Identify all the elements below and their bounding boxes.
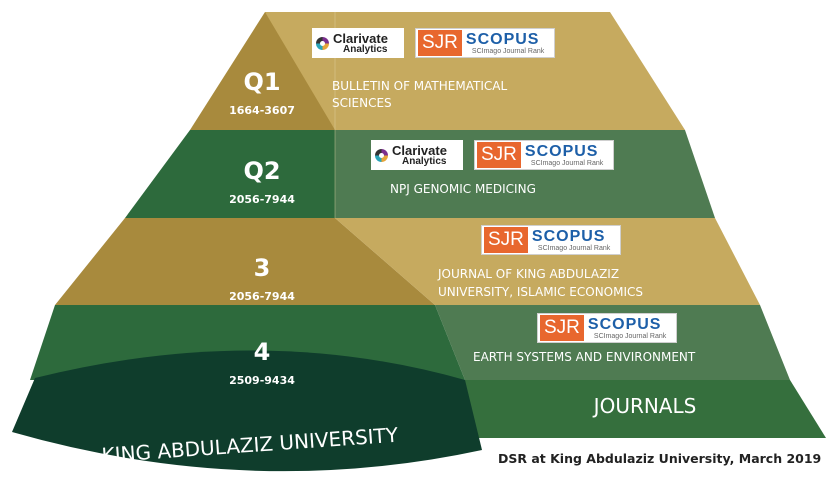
scopus-mark: SCOPUS: [524, 142, 599, 160]
scopus-mark: SCOPUS: [587, 315, 662, 333]
level-2-journal-title: NPJ GENOMIC MEDICING: [390, 182, 536, 196]
sjr-mark: SJR: [418, 30, 462, 56]
level-3-label: 3: [254, 254, 271, 282]
level-1-journal-line-1: BULLETIN OF MATHEMATICAL: [332, 79, 507, 93]
scopus-mark: SCOPUS: [531, 227, 606, 245]
level-3-journal-line-2: UNIVERSITY, ISLAMIC ECONOMICS: [438, 285, 643, 299]
clarivate-logo: Clarivate Analytics: [371, 140, 463, 170]
level-3-issn: 2056-7944: [229, 290, 295, 303]
sjr-scopus-logo: SJR SCOPUS SCImago Journal Rank: [537, 313, 677, 343]
clarivate-sub: Analytics: [402, 155, 447, 167]
sjr-mark: SJR: [540, 315, 584, 341]
clarivate-mark-icon: [375, 148, 388, 162]
footer-credit: DSR at King Abdulaziz University, March …: [498, 451, 822, 466]
level-4-label: 4: [254, 338, 271, 366]
clarivate-logo: Clarivate Analytics: [312, 28, 404, 58]
level-3-journal-line-1: JOURNAL OF KING ABDULAZIZ: [437, 267, 619, 281]
level-4-journal-title: EARTH SYSTEMS AND ENVIRONMENT: [473, 350, 696, 364]
university-base: [12, 350, 482, 472]
sjr-scopus-logo: SJR SCOPUS SCImago Journal Rank: [474, 140, 614, 170]
level-3-right-face: [335, 218, 760, 305]
clarivate-name: Clarivate: [392, 142, 447, 158]
scimago-caption: SCImago Journal Rank: [530, 159, 604, 167]
scimago-caption: SCImago Journal Rank: [593, 332, 667, 340]
level-1-label: Q1: [243, 68, 280, 96]
level-2-label: Q2: [243, 157, 280, 185]
scimago-caption: SCImago Journal Rank: [471, 47, 545, 55]
journals-label: JOURNALS: [592, 394, 697, 418]
level-1-issn: 1664-3607: [229, 104, 295, 117]
sjr-mark: SJR: [484, 227, 528, 253]
scimago-caption: SCImago Journal Rank: [537, 244, 611, 252]
clarivate-name: Clarivate: [333, 30, 388, 46]
sjr-scopus-logo: SJR SCOPUS SCImago Journal Rank: [415, 28, 555, 58]
level-2-issn: 2056-7944: [229, 193, 295, 206]
level-1-journal-line-2: SCIENCES: [332, 96, 392, 110]
level-3-left-face: [55, 218, 435, 305]
level-2-left-face: [125, 130, 335, 218]
level-4-issn: 2509-9434: [229, 374, 295, 387]
sjr-mark: SJR: [477, 142, 521, 168]
clarivate-mark-icon: [316, 36, 329, 50]
scopus-mark: SCOPUS: [465, 30, 540, 48]
clarivate-sub: Analytics: [343, 43, 388, 55]
sjr-scopus-logo: SJR SCOPUS SCImago Journal Rank: [481, 225, 621, 255]
journals-band: [465, 380, 826, 438]
